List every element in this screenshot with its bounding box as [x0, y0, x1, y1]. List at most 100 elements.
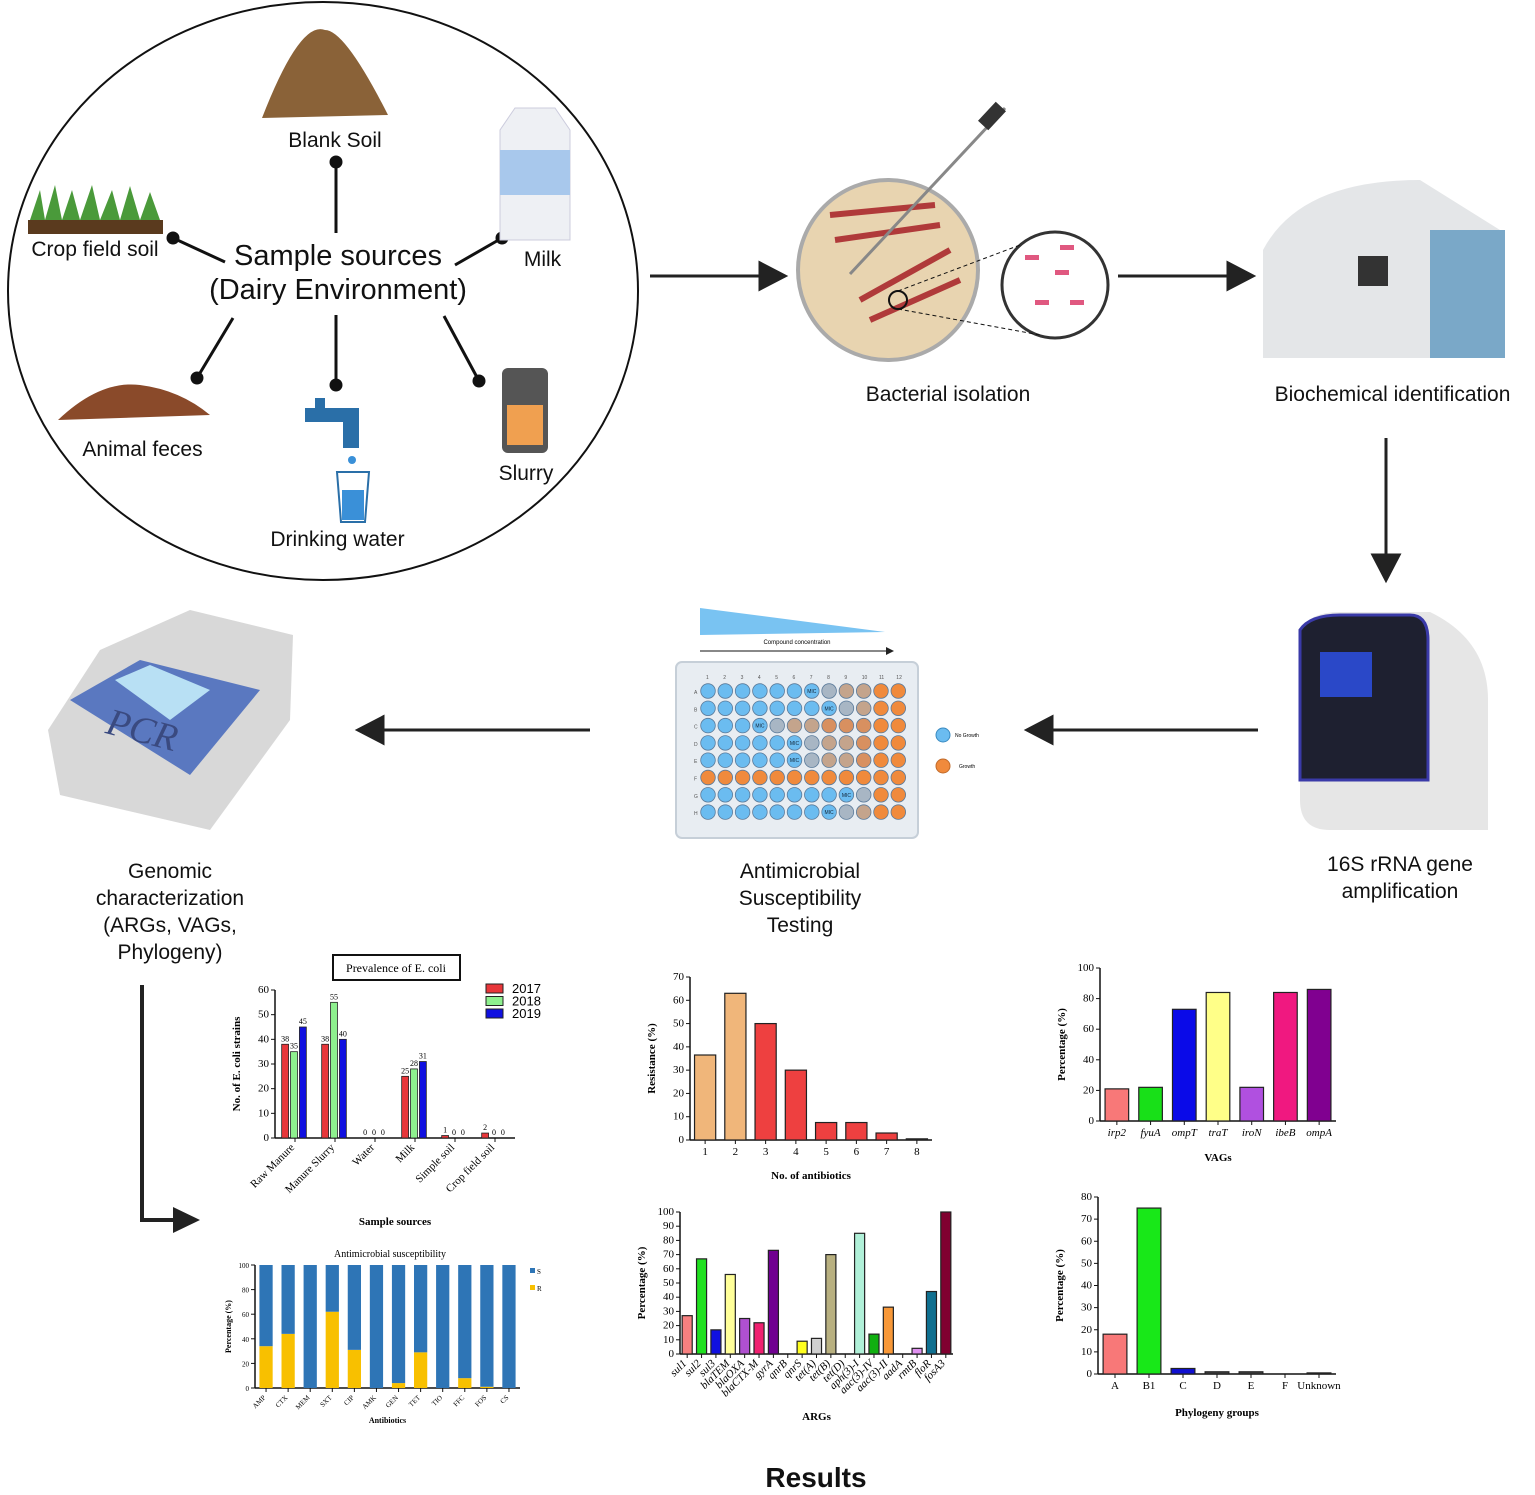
- chart-title: Prevalence of E. coli: [346, 961, 447, 975]
- source-crop-field-soil: Crop field soil: [31, 238, 159, 261]
- plate-well: [873, 735, 889, 751]
- sources-title-line1: Sample sources: [234, 240, 442, 272]
- bar: [825, 1253, 837, 1355]
- bar-2017: [281, 1043, 289, 1139]
- y-tick-label: 30: [1081, 1302, 1093, 1314]
- plate-well: [873, 752, 889, 768]
- slurry-tank-icon: [502, 368, 548, 453]
- y-tick-label: 60: [1081, 1235, 1093, 1247]
- y-tick-label: 0: [1087, 1368, 1093, 1380]
- legend-swatch: [485, 983, 504, 994]
- data-label: 40: [339, 1029, 347, 1038]
- plate-well: [769, 700, 785, 717]
- bar-R: [347, 1349, 361, 1388]
- data-label: 0: [381, 1128, 385, 1137]
- plate-well: [890, 683, 907, 699]
- y-axis-title: No. of E. coli strains: [231, 1016, 243, 1111]
- plate-well: [804, 717, 820, 734]
- y-tick-label: 80: [663, 1234, 675, 1246]
- y-tick-label: 70: [663, 1249, 675, 1261]
- plate-well: [890, 804, 907, 820]
- bar-S: [436, 1265, 450, 1388]
- plate-well: [700, 700, 716, 717]
- x-tick-label: 2: [733, 1146, 739, 1158]
- data-label: 38: [321, 1034, 329, 1043]
- x-tick-label: FFC: [452, 1394, 467, 1409]
- y-tick-label: 50: [673, 1018, 685, 1030]
- plate-well: [838, 717, 855, 734]
- plate-well: [821, 700, 837, 717]
- mic-label: MIC: [807, 689, 817, 695]
- data-label: 0: [461, 1128, 465, 1137]
- step-16s-line1: 16S rRNA gene: [1327, 853, 1473, 876]
- plate-well: [856, 804, 872, 820]
- legend-label: 2018: [512, 994, 541, 1009]
- bar-2018: [330, 1001, 338, 1139]
- data-label: 38: [281, 1034, 289, 1043]
- mic-label: MIC: [755, 724, 765, 730]
- plate-well: [856, 683, 872, 699]
- bar-2019: [419, 1061, 427, 1139]
- plate-well: [700, 717, 716, 734]
- plate-well: [821, 683, 837, 699]
- y-tick-label: 20: [1081, 1324, 1093, 1336]
- bar: [1171, 1008, 1197, 1122]
- plate-well: [804, 769, 820, 786]
- bar: [845, 1121, 868, 1141]
- bar-S: [303, 1265, 317, 1388]
- bar-S: [480, 1265, 494, 1387]
- y-tick-label: 30: [663, 1305, 675, 1317]
- y-tick-label: 10: [673, 1111, 685, 1123]
- y-tick-label: 0: [669, 1348, 675, 1360]
- y-tick-label: 60: [673, 994, 685, 1006]
- x-tick-label: CTX: [274, 1394, 290, 1410]
- animal-feces-icon: [58, 384, 210, 420]
- y-tick-label: 30: [258, 1058, 270, 1070]
- data-label: 0: [501, 1128, 505, 1137]
- plate-well: [786, 700, 803, 717]
- y-tick-label: 90: [663, 1220, 675, 1232]
- plate-col-label: 9: [844, 675, 847, 681]
- plate-well: [717, 735, 734, 751]
- plate-well: [873, 787, 889, 803]
- plate-well: [786, 752, 803, 768]
- data-label: 45: [299, 1017, 307, 1026]
- x-tick-label: B1: [1143, 1380, 1156, 1392]
- y-tick-label: 10: [258, 1107, 270, 1119]
- plate-well: [734, 804, 751, 820]
- y-tick-label: 30: [673, 1064, 685, 1076]
- plate-well: [717, 787, 734, 803]
- x-tick-label: CS: [499, 1394, 511, 1406]
- x-tick-label: CIP: [342, 1394, 355, 1407]
- bar: [905, 1138, 929, 1141]
- plate-well: [700, 769, 716, 786]
- x-tick-label: AMK: [361, 1394, 378, 1411]
- data-label: 35: [290, 1042, 298, 1051]
- plate-well: [752, 769, 768, 786]
- plate-well: [856, 787, 872, 803]
- y-tick-label: 60: [258, 984, 270, 996]
- x-tick-label: AMP: [251, 1394, 267, 1410]
- step-genomic-line3: (ARGs, VAGs,: [103, 914, 237, 937]
- mic-label: MIC: [825, 810, 835, 816]
- plate-well: [873, 804, 889, 820]
- plate-col-label: 3: [741, 675, 744, 681]
- x-tick-label: FOS: [474, 1394, 489, 1409]
- x-axis-title: Phylogeny groups: [1175, 1407, 1260, 1419]
- bar: [754, 1022, 777, 1141]
- plate-row-label: B: [694, 707, 698, 713]
- plate-well: [700, 683, 716, 699]
- plate-well: [717, 769, 734, 786]
- y-axis-title: Percentage (%): [636, 1246, 648, 1319]
- plate-col-label: 6: [793, 675, 796, 681]
- thermocycler-icon: [1298, 612, 1488, 830]
- bar-S: [414, 1265, 428, 1353]
- bar: [1170, 1367, 1196, 1375]
- plate-well: [873, 769, 889, 786]
- x-tick-label: E: [1248, 1380, 1255, 1392]
- plate-well: [804, 683, 820, 699]
- plate-col-label: 11: [879, 675, 884, 681]
